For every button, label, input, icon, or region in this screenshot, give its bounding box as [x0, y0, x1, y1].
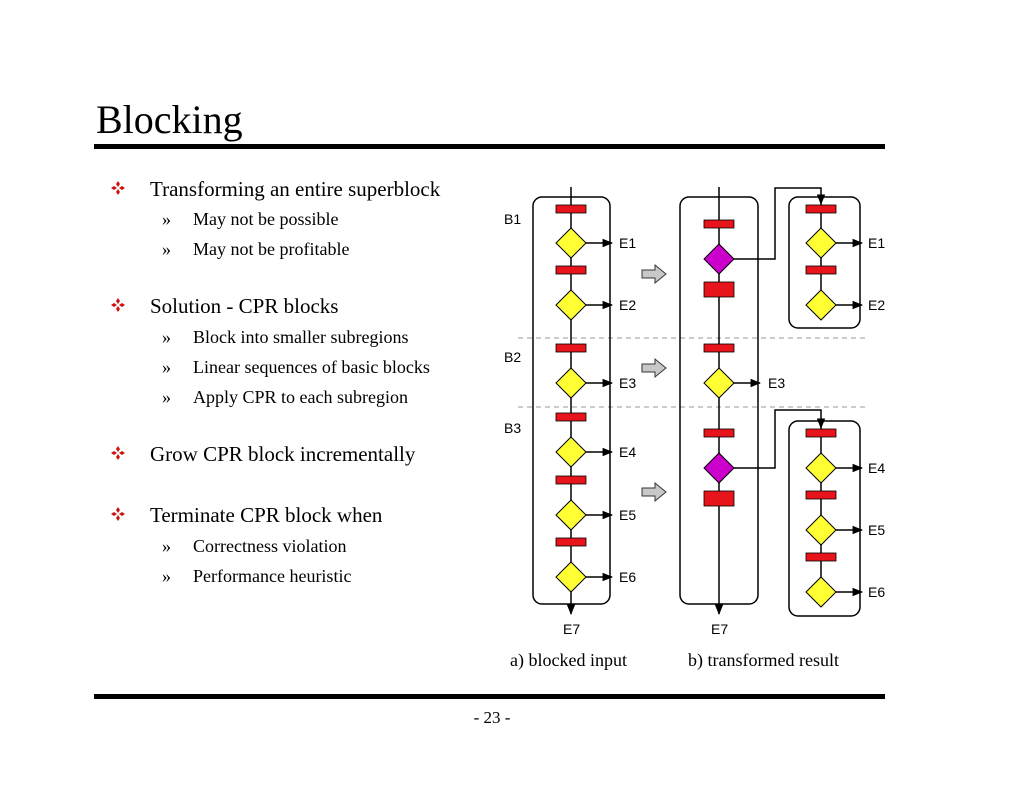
- branch-diamond: [805, 452, 837, 484]
- title-rule: [94, 144, 885, 149]
- sub-bullet-text: Apply CPR to each subregion: [193, 387, 408, 407]
- caption-result: b) transformed result: [688, 650, 839, 670]
- branch-op: [555, 475, 587, 485]
- sub-bullet-text: May not be possible: [193, 209, 339, 229]
- off-trace-block: [788, 420, 861, 617]
- diamond-bullet-icon: [111, 507, 125, 521]
- fused-branch-diamond: [703, 243, 735, 275]
- exit-label: E7: [563, 621, 580, 637]
- branch-op: [555, 537, 587, 547]
- branch-diamond: [805, 227, 837, 259]
- block-label: B2: [504, 349, 521, 365]
- branch-diamond: [555, 561, 587, 593]
- transform-arrow-icon: [641, 481, 667, 503]
- exit-label: E2: [868, 297, 885, 313]
- diamond-bullet-icon: [111, 298, 125, 312]
- branch-op: [555, 343, 587, 353]
- branch-diamond: [703, 367, 735, 399]
- branch-op: [555, 204, 587, 214]
- exit-label: E4: [619, 444, 636, 460]
- bullet-text: Solution - CPR blocks: [150, 294, 339, 318]
- branch-op: [555, 265, 587, 275]
- branch-op: [703, 343, 735, 353]
- branch-diamond: [555, 499, 587, 531]
- fused-branch-diamond: [703, 452, 735, 484]
- footer-rule: [94, 694, 885, 699]
- sub-bullet-text: May not be profitable: [193, 239, 350, 259]
- branch-op: [703, 219, 735, 229]
- branch-diamond: [805, 289, 837, 321]
- branch-diamond: [555, 436, 587, 468]
- exit-label: E6: [619, 569, 636, 585]
- sub-bullet-text: Performance heuristic: [193, 566, 352, 586]
- exit-label: E3: [768, 375, 785, 391]
- exit-label: E6: [868, 584, 885, 600]
- sub-bullet-marker: »: [162, 566, 171, 586]
- bullet-text: Terminate CPR block when: [150, 503, 383, 527]
- branch-diamond: [555, 367, 587, 399]
- branch-op: [805, 552, 837, 562]
- exit-label: E1: [619, 235, 636, 251]
- block-label: B3: [504, 420, 521, 436]
- compensation-block: [703, 281, 735, 298]
- exit-label: E2: [619, 297, 636, 313]
- branch-diamond: [555, 289, 587, 321]
- page-title: Blocking: [96, 97, 243, 142]
- branch-op: [805, 204, 837, 214]
- branch-diamond: [805, 514, 837, 546]
- compensation-block: [703, 490, 735, 507]
- off-trace-block: [788, 196, 861, 329]
- sub-bullet-text: Linear sequences of basic blocks: [193, 357, 430, 377]
- exit-label: E4: [868, 460, 885, 476]
- branch-op: [703, 428, 735, 438]
- branch-diamond: [805, 576, 837, 608]
- transform-arrow-icon: [641, 357, 667, 379]
- transformed-result-graph: E3 E7 E1 E2 E4 E5 E6: [679, 187, 885, 637]
- sub-bullet-marker: »: [162, 209, 171, 229]
- sub-bullet-marker: »: [162, 327, 171, 347]
- sub-bullet-marker: »: [162, 536, 171, 556]
- transform-arrows: [641, 263, 667, 503]
- bypass-connector: [734, 187, 826, 260]
- branch-diamond: [555, 227, 587, 259]
- sub-bullet-marker: »: [162, 387, 171, 407]
- sub-bullet-marker: »: [162, 239, 171, 259]
- blocked-input-graph: B1 B2 B3 E1 E2 E3 E4 E5 E6 E7: [504, 187, 636, 637]
- exit-label: E7: [711, 621, 728, 637]
- transform-arrow-icon: [641, 263, 667, 285]
- exit-label: E3: [619, 375, 636, 391]
- bullet-text: Transforming an entire superblock: [150, 177, 441, 201]
- sub-bullet-text: Block into smaller subregions: [193, 327, 409, 347]
- diamond-bullet-icon: [111, 446, 125, 460]
- caption-input: a) blocked input: [510, 650, 627, 670]
- branch-op: [555, 412, 587, 422]
- block-label: B1: [504, 211, 521, 227]
- sub-bullet-marker: »: [162, 357, 171, 377]
- bypass-connector: [734, 409, 826, 469]
- exit-label: E5: [868, 522, 885, 538]
- sub-bullet-text: Correctness violation: [193, 536, 347, 556]
- exit-label: E5: [619, 507, 636, 523]
- page-number: - 23 -: [473, 708, 511, 727]
- branch-op: [805, 265, 837, 275]
- diamond-bullet-icon: [111, 181, 125, 195]
- bullet-text: Grow CPR block incrementally: [150, 442, 416, 466]
- branch-op: [805, 428, 837, 438]
- exit-label: E1: [868, 235, 885, 251]
- branch-op: [805, 490, 837, 500]
